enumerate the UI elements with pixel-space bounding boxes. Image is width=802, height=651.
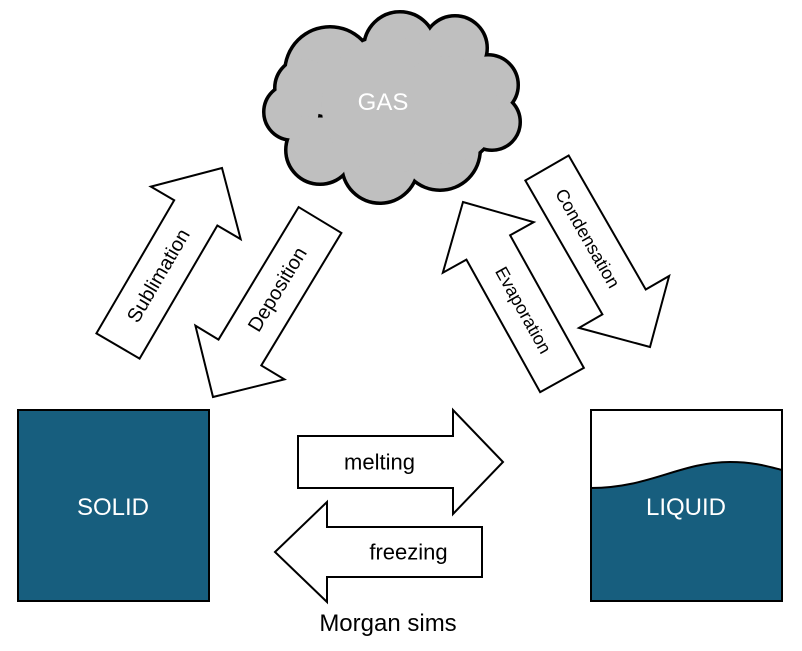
cloud-lobe: [391, 56, 499, 164]
melting-arrow: melting: [297, 407, 505, 517]
solid-box: [17, 409, 210, 602]
liquid-box: [590, 409, 783, 602]
deposition-arrow-shape: [193, 205, 343, 399]
gas-cloud: [262, 10, 522, 205]
evaporation-arrow-shape: [441, 200, 586, 394]
melting-label: melting: [344, 450, 415, 475]
melting-arrow-shape: [297, 407, 505, 517]
gas-label: GAS: [358, 89, 409, 116]
freezing-arrow-shape: [273, 499, 483, 605]
liquid-surface: [590, 460, 783, 489]
freezing-label: freezing: [369, 540, 447, 565]
cloud-lobe: [276, 59, 334, 117]
solid-label: SOLID: [77, 494, 149, 521]
condensation-arrow-shape: [523, 154, 671, 349]
liquid-fill: [591, 462, 782, 601]
liquid-label: LIQUID: [646, 494, 726, 521]
freezing-arrow: freezing: [273, 499, 483, 605]
sublimation-arrow-shape: [95, 166, 243, 360]
credit-text: Morgan sims: [319, 610, 456, 637]
